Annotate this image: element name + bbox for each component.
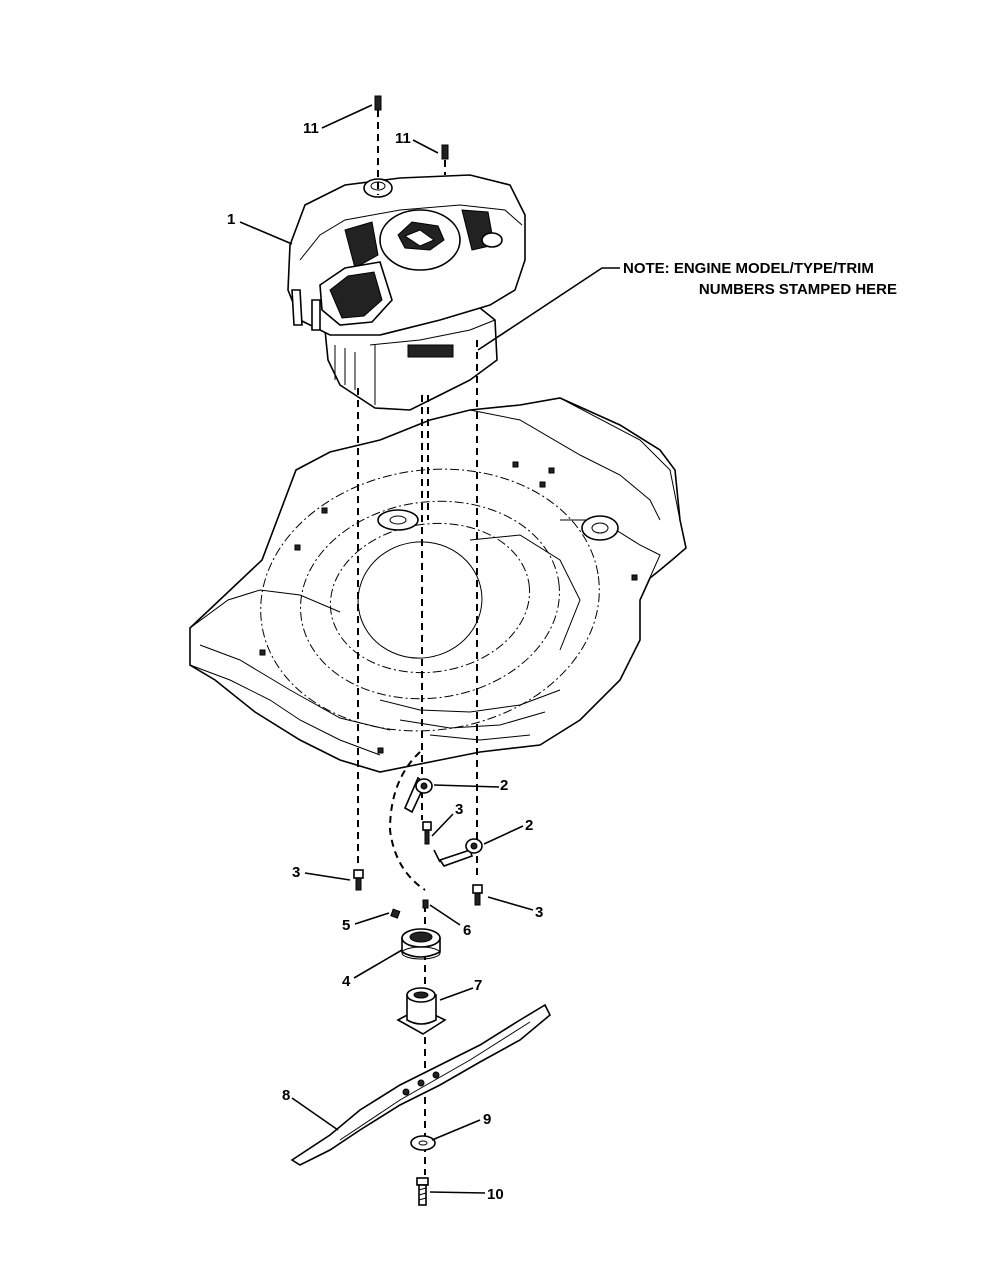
- engine: [287, 174, 526, 411]
- callout-3-left: 3: [292, 864, 300, 881]
- bracket-2a: [403, 776, 433, 814]
- key-5: [390, 908, 401, 919]
- callout-2-lower: 2: [525, 817, 533, 834]
- callout-7: 7: [474, 977, 482, 994]
- note-line-1: NOTE: ENGINE MODEL/TYPE/TRIM: [623, 260, 874, 277]
- callout-9: 9: [483, 1111, 491, 1128]
- engine-number-note: NOTE: ENGINE MODEL/TYPE/TRIM NUMBERS STA…: [623, 260, 897, 298]
- blade-8: [290, 1003, 551, 1166]
- washer-9: [410, 1135, 436, 1151]
- screw-11a: [374, 95, 382, 111]
- callout-10: 10: [487, 1186, 504, 1203]
- callout-6: 6: [463, 922, 471, 939]
- callout-11-left: 11: [303, 120, 319, 137]
- hub-7: [396, 987, 447, 1035]
- callout-labels: 11 11 1 2 3 2 3 3 5 6 4 7 8 9 10: [227, 120, 543, 1203]
- mower-deck: [189, 397, 687, 773]
- leader-lines: [239, 104, 620, 1194]
- bracket-2b: [433, 838, 483, 867]
- alignment-lines: [357, 110, 478, 1175]
- callout-2-upper: 2: [500, 777, 508, 794]
- callout-5: 5: [342, 917, 350, 934]
- bolt-3b: [353, 869, 364, 891]
- bolt-3c: [472, 884, 483, 906]
- callout-1: 1: [227, 211, 235, 228]
- callout-3-center: 3: [455, 801, 463, 818]
- adapter-4: [401, 928, 441, 960]
- note-line-2: NUMBERS STAMPED HERE: [699, 281, 897, 298]
- bolt-10: [416, 1177, 429, 1206]
- callout-11-right: 11: [395, 130, 411, 147]
- pin-6: [422, 899, 429, 909]
- callout-3-right: 3: [535, 904, 543, 921]
- hardware-parts: [290, 95, 551, 1206]
- bolt-3a: [422, 821, 432, 845]
- callout-8: 8: [282, 1087, 290, 1104]
- callout-4: 4: [342, 973, 351, 990]
- screw-11b: [441, 144, 449, 160]
